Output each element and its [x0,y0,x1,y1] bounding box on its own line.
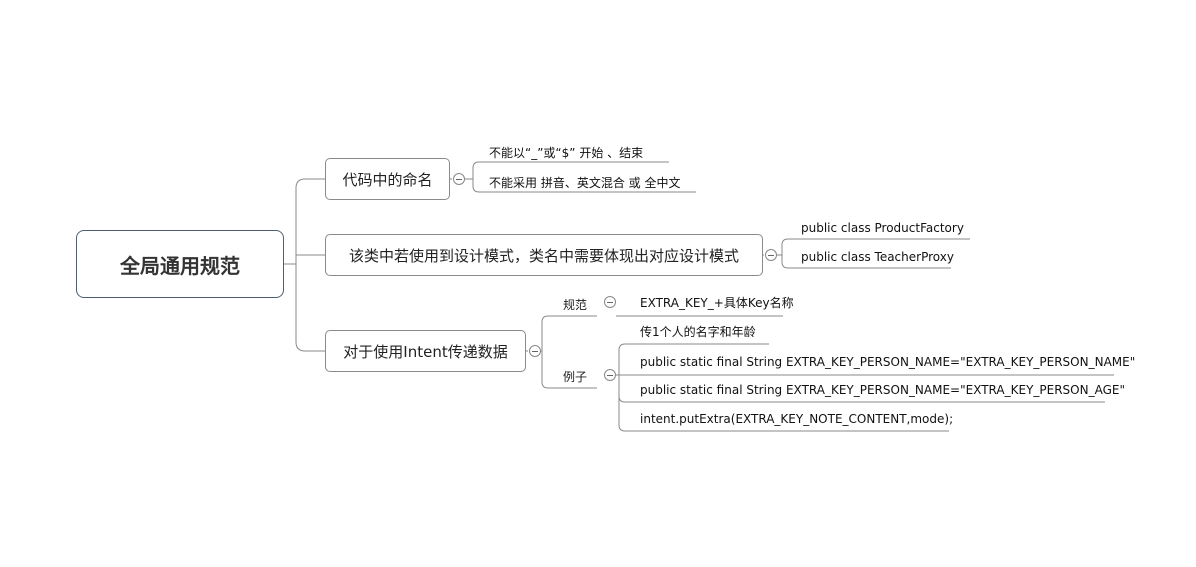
connector-b3-sub2 [541,351,597,389]
connector-root-b2 [295,254,325,264]
branch-naming[interactable]: 代码中的命名 [325,158,450,200]
leaf-example-3[interactable]: public static final String EXTRA_KEY_PER… [640,383,1125,397]
collapse-intent-icon[interactable] [529,345,541,357]
leaf-design-pattern-1[interactable]: public class ProductFactory [801,221,964,235]
connector-root-b1 [295,178,325,264]
connector-b2-leaf2 [781,255,951,269]
leaf-naming-2[interactable]: 不能采用 拼音、英文混合 或 全中文 [489,176,681,190]
connector-root-b3 [295,264,325,352]
leaf-example-4[interactable]: intent.putExtra(EXTRA_KEY_NOTE_CONTENT,m… [640,412,954,426]
leaf-example-2[interactable]: public static final String EXTRA_KEY_PER… [640,355,1136,369]
sub-spec-label[interactable]: 规范 [563,298,588,312]
branch-intent-label: 对于使用Intent传递数据 [343,342,508,361]
branch-design-pattern[interactable]: 该类中若使用到设计模式，类名中需要体现出对应设计模式 [325,234,763,276]
leaf-spec-1[interactable]: EXTRA_KEY_+具体Key名称 [640,296,794,310]
leaf-example-1[interactable]: 传1个人的名字和年龄 [640,325,756,339]
branch-naming-label: 代码中的命名 [342,170,433,189]
leaf-design-pattern-2[interactable]: public class TeacherProxy [801,250,954,264]
branch-design-pattern-label: 该类中若使用到设计模式，类名中需要体现出对应设计模式 [348,246,739,265]
connector-example-leaf4 [618,375,949,432]
connector-b1-leaf1 [472,161,669,179]
connector-b2-leaf1 [781,238,970,255]
leaf-naming-1[interactable]: 不能以“_”或“$” 开始 、结束 [489,146,644,160]
root-node[interactable]: 全局通用规范 [76,230,284,298]
collapse-example-icon[interactable] [604,369,616,381]
root-label: 全局通用规范 [120,253,240,278]
connector-b1-leaf2 [472,179,696,193]
sub-example-label[interactable]: 例子 [563,370,588,384]
collapse-spec-icon[interactable] [604,296,616,308]
connector-example-leaf1 [618,343,769,375]
collapse-design-pattern-icon[interactable] [765,249,777,261]
connector-b3-sub1 [541,315,597,351]
branch-intent[interactable]: 对于使用Intent传递数据 [325,330,526,372]
collapse-naming-icon[interactable] [453,173,465,185]
